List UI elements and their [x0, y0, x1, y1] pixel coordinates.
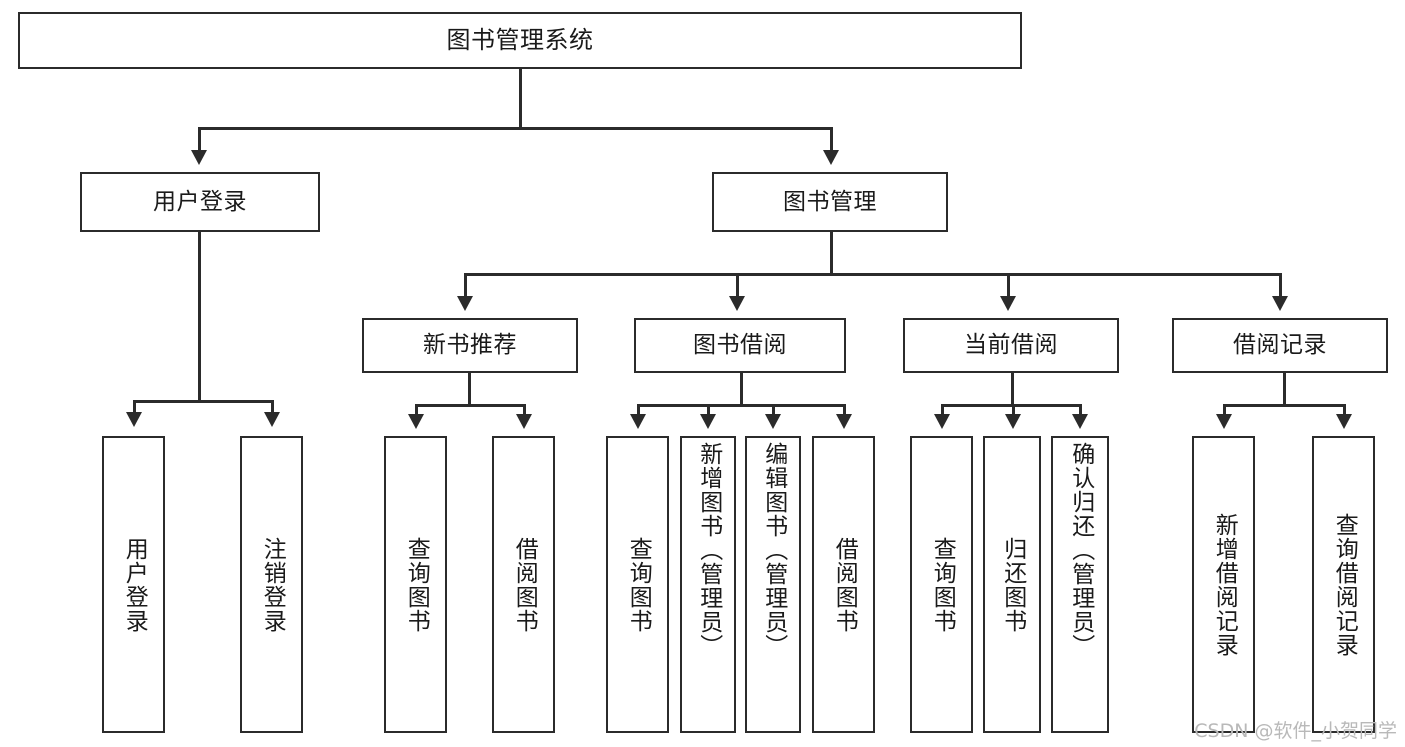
node-root-label: 图书管理系统	[446, 25, 594, 54]
connector-level3-bus	[464, 273, 1281, 276]
arrow-leaf-query-record	[1336, 414, 1352, 429]
arrow-leaf-return-book	[1005, 414, 1021, 429]
arrow-leaf-confirm-return	[1072, 414, 1088, 429]
connector-drop-leaf-add-book	[707, 404, 710, 418]
node-leaf-edit-book-label: 编辑图书（管理员）	[760, 442, 787, 658]
node-leaf-query-book-3-label: 查询图书	[929, 536, 956, 633]
connector-drop-current-borrow	[1007, 273, 1010, 303]
connector-drop-leaf-borrow-book-1	[523, 404, 526, 418]
arrow-leaf-borrow-book-2	[836, 414, 852, 429]
node-leaf-user-login-label: 用户登录	[121, 536, 148, 633]
node-leaf-add-book[interactable]: 新增图书（管理员）	[680, 436, 736, 733]
node-new-book-rec-label: 新书推荐	[423, 332, 517, 359]
node-leaf-add-book-label: 新增图书（管理员）	[695, 442, 722, 658]
connector-drop-book-borrow	[736, 273, 739, 303]
node-leaf-borrow-book-1[interactable]: 借阅图书	[492, 436, 555, 733]
arrow-book-borrow	[729, 296, 745, 311]
node-leaf-query-book-2[interactable]: 查询图书	[606, 436, 669, 733]
arrow-leaf-edit-book	[765, 414, 781, 429]
connector-drop-leaf-query-record	[1343, 404, 1346, 418]
node-leaf-query-book-2-label: 查询图书	[625, 536, 652, 633]
node-leaf-add-record-label: 新增借阅记录	[1211, 512, 1238, 657]
node-new-book-rec[interactable]: 新书推荐	[362, 318, 578, 373]
connector-book-borrow-bus	[637, 404, 845, 407]
arrow-leaf-query-book-1	[408, 414, 424, 429]
connector-drop-new-book-rec	[464, 273, 467, 303]
arrow-leaf-add-record	[1216, 414, 1232, 429]
connector-drop-leaf-query-book-1	[415, 404, 418, 418]
connector-current-borrow-bus	[941, 404, 1081, 407]
node-leaf-query-book-1-label: 查询图书	[403, 536, 430, 633]
node-book-borrow[interactable]: 图书借阅	[634, 318, 846, 373]
connector-root-stem	[519, 68, 522, 127]
connector-book-manage-stem	[830, 232, 833, 273]
arrow-leaf-query-book-2	[630, 414, 646, 429]
connector-book-borrow-stem	[740, 373, 743, 404]
node-leaf-borrow-book-2-label: 借阅图书	[831, 536, 858, 633]
node-leaf-add-record[interactable]: 新增借阅记录	[1192, 436, 1255, 733]
node-leaf-logout[interactable]: 注销登录	[240, 436, 303, 733]
node-current-borrow[interactable]: 当前借阅	[903, 318, 1119, 373]
connector-drop-leaf-logout	[271, 400, 274, 418]
node-book-manage-label: 图书管理	[783, 188, 877, 215]
arrow-current-borrow	[1000, 296, 1016, 311]
node-leaf-query-record-label: 查询借阅记录	[1331, 512, 1358, 657]
node-leaf-edit-book[interactable]: 编辑图书（管理员）	[745, 436, 801, 733]
connector-user-login-bus	[133, 400, 273, 403]
arrow-leaf-query-book-3	[934, 414, 950, 429]
node-user-login[interactable]: 用户登录	[80, 172, 320, 232]
node-leaf-return-book-label: 归还图书	[999, 536, 1026, 633]
arrow-leaf-add-book	[700, 414, 716, 429]
connector-drop-book-manage	[830, 127, 833, 157]
connector-drop-leaf-borrow-book-2	[843, 404, 846, 418]
connector-drop-borrow-record	[1279, 273, 1282, 303]
node-book-manage[interactable]: 图书管理	[712, 172, 948, 232]
watermark: CSDN @软件_小贺同学	[1194, 720, 1397, 742]
node-leaf-borrow-book-1-label: 借阅图书	[511, 536, 538, 633]
node-user-login-label: 用户登录	[153, 188, 247, 215]
arrow-user-login	[191, 150, 207, 165]
connector-drop-leaf-user-login	[133, 400, 136, 418]
arrow-book-manage	[823, 150, 839, 165]
node-borrow-record[interactable]: 借阅记录	[1172, 318, 1388, 373]
arrow-leaf-logout	[264, 412, 280, 427]
node-leaf-query-book-3[interactable]: 查询图书	[910, 436, 973, 733]
node-root[interactable]: 图书管理系统	[18, 12, 1022, 69]
node-leaf-return-book[interactable]: 归还图书	[983, 436, 1041, 733]
node-leaf-query-record[interactable]: 查询借阅记录	[1312, 436, 1375, 733]
connector-drop-leaf-query-book-2	[637, 404, 640, 418]
node-borrow-record-label: 借阅记录	[1233, 332, 1327, 359]
connector-drop-leaf-return-book	[1012, 404, 1015, 418]
arrow-borrow-record	[1272, 296, 1288, 311]
connector-borrow-record-stem	[1283, 373, 1286, 404]
connector-user-login-stem	[198, 232, 201, 400]
connector-new-book-rec-bus	[415, 404, 525, 407]
connector-new-book-rec-stem	[468, 373, 471, 404]
connector-drop-leaf-add-record	[1223, 404, 1226, 418]
node-leaf-confirm-return[interactable]: 确认归还（管理员）	[1051, 436, 1109, 733]
arrow-leaf-user-login	[126, 412, 142, 427]
connector-drop-leaf-confirm-return	[1079, 404, 1082, 418]
node-leaf-confirm-return-label: 确认归还（管理员）	[1067, 442, 1094, 658]
node-book-borrow-label: 图书借阅	[693, 332, 787, 359]
connector-root-bus	[198, 127, 832, 130]
connector-drop-leaf-query-book-3	[941, 404, 944, 418]
node-leaf-query-book-1[interactable]: 查询图书	[384, 436, 447, 733]
connector-borrow-record-bus	[1223, 404, 1345, 407]
connector-drop-leaf-edit-book	[772, 404, 775, 418]
arrow-new-book-rec	[457, 296, 473, 311]
arrow-leaf-borrow-book-1	[516, 414, 532, 429]
node-leaf-user-login[interactable]: 用户登录	[102, 436, 165, 733]
connector-drop-user-login	[198, 127, 201, 157]
node-leaf-logout-label: 注销登录	[259, 536, 286, 633]
node-leaf-borrow-book-2[interactable]: 借阅图书	[812, 436, 875, 733]
node-current-borrow-label: 当前借阅	[964, 332, 1058, 359]
connector-current-borrow-stem	[1011, 373, 1014, 404]
